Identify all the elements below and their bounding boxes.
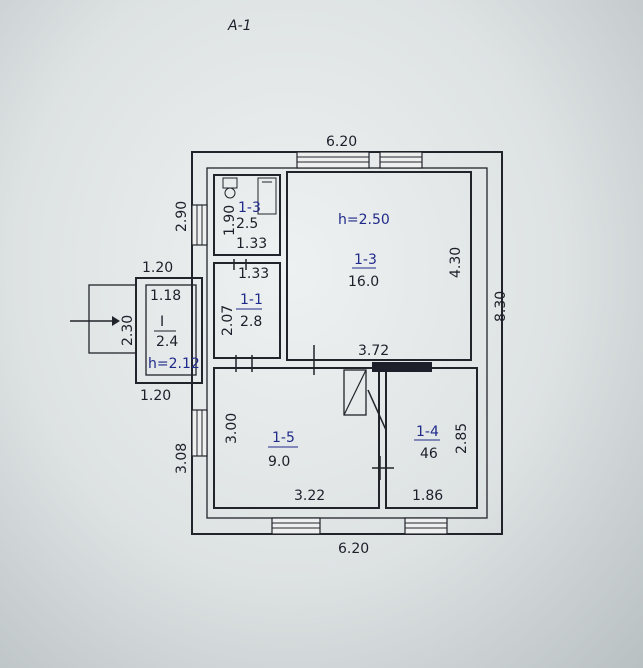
- door-swing-1-4: [367, 389, 387, 431]
- window-left-lower: [191, 409, 208, 457]
- dim-left-upper: 2.90: [174, 201, 190, 232]
- dim-room-1-4-width: 1.86: [412, 488, 443, 504]
- room-1-5-area: 9.0: [268, 454, 290, 470]
- dim-room-1-2-height: 1.90: [222, 205, 238, 236]
- chimney-block: [372, 362, 432, 372]
- porch-inner: [145, 284, 197, 376]
- dim-room-1-5-width: 3.22: [294, 488, 325, 504]
- stove-outline: [343, 369, 367, 416]
- room-1-1-outline: [213, 262, 281, 359]
- dim-room-1-4-height: 2.85: [454, 423, 470, 454]
- dim-room-1-1-height: 2.07: [220, 305, 236, 336]
- dim-right-height: 8.30: [493, 291, 509, 322]
- sheet-label: A-1: [227, 18, 252, 34]
- dim-left-lower: 3.08: [174, 443, 190, 474]
- room-porch-height: h=2.12: [148, 356, 200, 372]
- dim-top-width: 6.20: [326, 134, 357, 150]
- dim-porch-height: 2.30: [120, 315, 136, 346]
- window-left-upper: [191, 204, 208, 246]
- room-1-5-outline: [213, 367, 380, 509]
- dim-room-1-5-height: 3.00: [224, 413, 240, 444]
- room-1-3-outline: [286, 171, 472, 361]
- room-1-2-area: 2.5: [236, 216, 258, 232]
- entry-steps: [88, 284, 137, 354]
- room-1-5-id: 1-5: [272, 430, 295, 446]
- room-1-2-id: 1-3: [238, 200, 261, 216]
- room-porch-area: 2.4: [156, 334, 178, 350]
- room-1-4-area: 46: [420, 446, 438, 462]
- window-top-right: [379, 151, 423, 169]
- room-1-3-height: h=2.50: [338, 212, 390, 228]
- dim-porch-top: 1.20: [142, 260, 173, 276]
- room-1-3-id: 1-3: [354, 252, 377, 268]
- dim-porch-inner: 1.18: [150, 288, 181, 304]
- window-bottom-right: [404, 517, 448, 535]
- window-top-left: [296, 151, 370, 169]
- dim-bottom-width: 6.20: [338, 541, 369, 557]
- window-bottom-left: [271, 517, 321, 535]
- room-1-4-id: 1-4: [416, 424, 439, 440]
- dim-room-1-3-width: 3.72: [358, 343, 389, 359]
- room-1-3-area: 16.0: [348, 274, 379, 290]
- room-1-2-outline: [213, 174, 281, 256]
- dim-room-1-3-height: 4.30: [448, 247, 464, 278]
- room-1-1-id: 1-1: [240, 292, 263, 308]
- entry-arrow-icon: [112, 316, 120, 326]
- room-porch-id: I: [160, 314, 164, 330]
- room-1-1-area: 2.8: [240, 314, 262, 330]
- room-1-2-width: 1.33: [236, 236, 267, 252]
- dim-room-1-1-width: 1.33: [238, 266, 269, 282]
- bathtub-icon: [257, 177, 277, 215]
- dim-porch-bottom: 1.20: [140, 388, 171, 404]
- toilet-icon: [222, 177, 238, 199]
